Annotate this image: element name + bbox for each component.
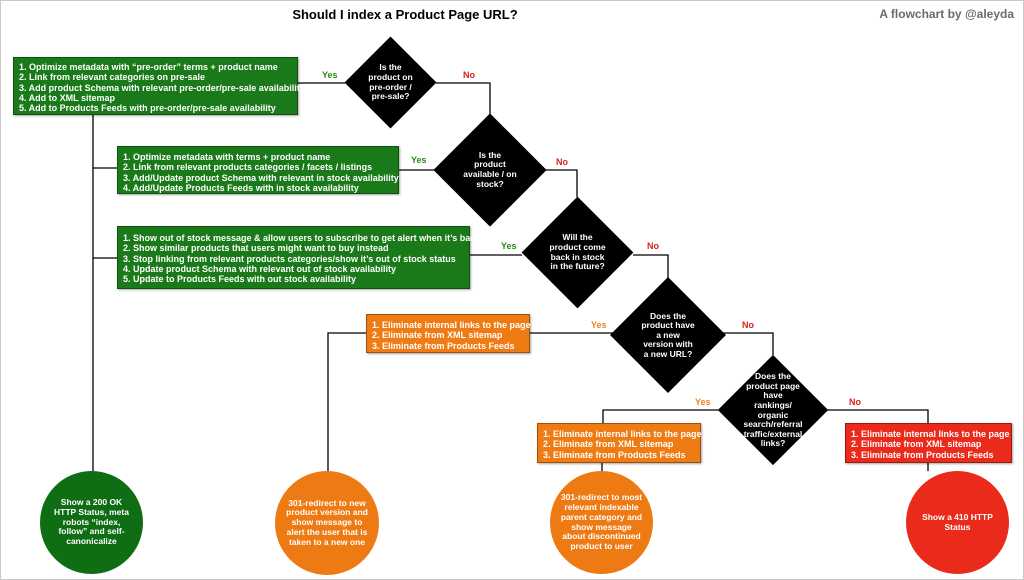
outcome-redirect-parent: 301-redirect to most relevant indexable … [550, 471, 653, 574]
decision-available: Is the product available / on stock? [433, 113, 547, 227]
decision-rankings: Does the product page have rankings/ org… [717, 354, 829, 466]
outcome-redirect-new-text: 301-redirect to new product version and … [286, 497, 368, 547]
outcome-gone: Show a 410 HTTP Status [906, 471, 1009, 574]
outcome-index-text: Show a 200 OK HTTP Status, meta robots “… [54, 497, 129, 547]
label-comeback-no: No [647, 241, 659, 251]
decision-available-text: Is the product available / on stock? [463, 149, 517, 189]
edge-preorder-no [436, 82, 491, 114]
decision-comeback-text: Will the product come back in stock in t… [549, 232, 606, 272]
edge-comeback-no [633, 254, 669, 278]
label-newversion-yes: Yes [591, 320, 607, 330]
action-item: 2. Link from relevant products categorie… [123, 162, 373, 173]
label-newversion-no: No [742, 320, 754, 330]
decision-newversion-text: Does the product have a new version with… [641, 310, 695, 359]
edge-rankings-no [813, 409, 929, 423]
action-item: 2. Eliminate from XML sitemap [543, 439, 674, 450]
action-item: 4. Add/Update Products Feeds with in sto… [123, 183, 359, 194]
action-item: 2. Link from relevant categories on pre-… [19, 72, 206, 83]
action-item: 4. Add to XML sitemap [19, 93, 116, 104]
decision-comeback: Will the product come back in stock in t… [521, 196, 634, 309]
edge-to-redirect-new [327, 332, 370, 471]
outcome-redirect-parent-text: 301-redirect to most relevant indexable … [560, 492, 643, 552]
label-available-no: No [556, 157, 568, 167]
action-item: 5. Add to Products Feeds with pre-order/… [19, 103, 276, 114]
action-item: 3. Eliminate from Products Feeds [372, 340, 515, 351]
action-box-gone: 1. Eliminate internal links to the page … [845, 423, 1012, 463]
action-item: 5. Update to Products Feeds with out sto… [123, 274, 357, 285]
outcome-redirect-new: 301-redirect to new product version and … [275, 471, 379, 575]
action-item: 3. Add/Update product Schema with releva… [123, 172, 399, 183]
action-item: 1. Optimize metadata with “pre-order” te… [19, 62, 278, 72]
decision-newversion: Does the product have a new version with… [610, 277, 726, 393]
action-item: 4. Update product Schema with relevant o… [123, 264, 397, 275]
label-comeback-yes: Yes [501, 241, 517, 251]
outcome-gone-text: Show a 410 HTTP Status [922, 511, 993, 532]
action-item: 1. Optimize metadata with terms + produc… [123, 152, 331, 162]
decision-preorder: Is the product on pre-order / pre-sale? [344, 36, 437, 129]
decision-rankings-text: Does the product page have rankings/ org… [743, 371, 803, 449]
label-preorder-yes: Yes [322, 70, 338, 80]
action-item: 3. Eliminate from Products Feeds [851, 449, 994, 460]
action-box-parentcategory: 1. Eliminate internal links to the page … [537, 423, 702, 463]
action-box-newversion: 1. Eliminate internal links to the page … [366, 314, 531, 353]
action-item: 2. Eliminate from XML sitemap [372, 330, 503, 341]
decision-preorder-text: Is the product on pre-order / pre-sale? [368, 62, 413, 102]
action-item: 3. Eliminate from Products Feeds [543, 449, 686, 460]
action-item: 1. Eliminate internal links to the page [543, 429, 702, 439]
action-box-instock: 1. Optimize metadata with terms + produc… [117, 146, 399, 194]
action-item: 1. Show out of stock message & allow use… [123, 233, 481, 243]
action-item: 1. Eliminate internal links to the page [372, 320, 531, 330]
edge-rankings-yes [602, 409, 733, 423]
action-item: 2. Show similar products that users migh… [123, 243, 389, 254]
action-item: 3. Stop linking from relevant products c… [123, 253, 456, 264]
flowchart-title: Should I index a Product Page URL? [292, 7, 518, 22]
label-rankings-no: No [849, 397, 861, 407]
action-item: 3. Add product Schema with relevant pre-… [19, 82, 305, 93]
edge-available-no [546, 169, 578, 197]
outcome-index: Show a 200 OK HTTP Status, meta robots “… [40, 471, 143, 574]
action-box-preorder: 1. Optimize metadata with “pre-order” te… [13, 57, 305, 115]
label-available-yes: Yes [411, 155, 427, 165]
action-item: 2. Eliminate from XML sitemap [851, 439, 982, 450]
author-credit: A flowchart by @aleyda [879, 7, 1014, 21]
action-box-outofstock: 1. Show out of stock message & allow use… [117, 226, 481, 289]
label-preorder-no: No [463, 70, 475, 80]
label-rankings-yes: Yes [695, 397, 711, 407]
action-item: 1. Eliminate internal links to the page [851, 429, 1010, 439]
edge-newversion-no [718, 332, 774, 355]
